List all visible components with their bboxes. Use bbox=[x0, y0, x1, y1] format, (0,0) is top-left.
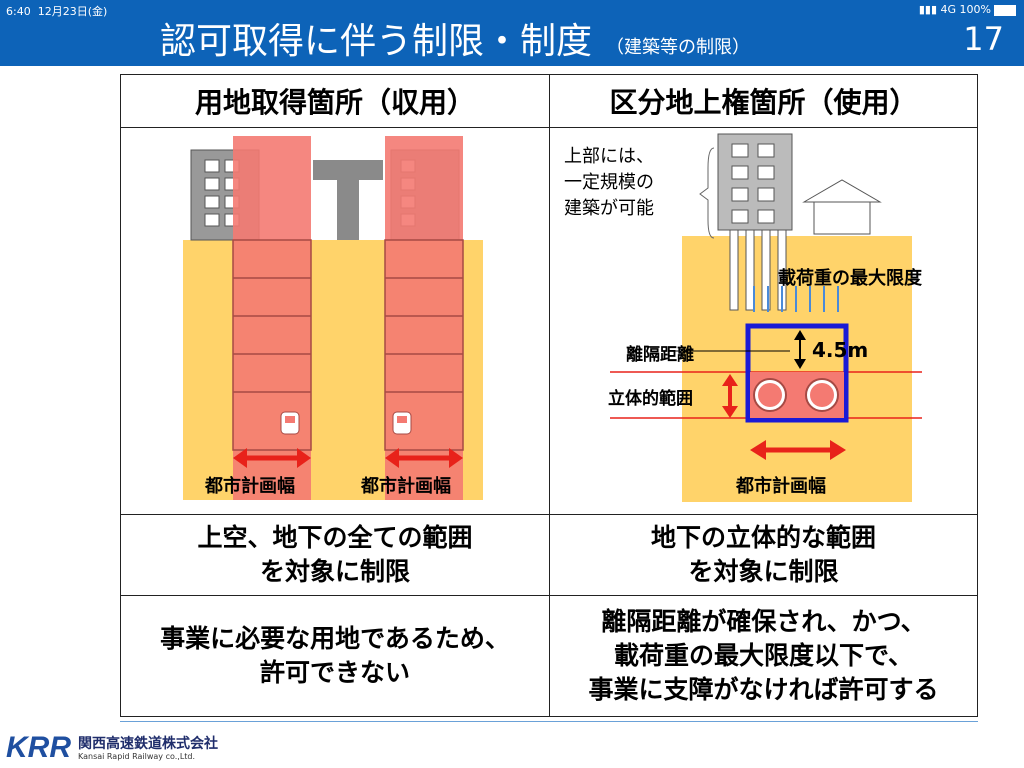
building bbox=[717, 133, 793, 231]
status-bar: 6:40 12月23日(金) ▮▮▮ 4G 100% bbox=[0, 0, 1024, 18]
company-name-en: Kansai Rapid Railway co.,Ltd. bbox=[78, 752, 196, 761]
land-acquisition-diagram bbox=[183, 136, 483, 500]
train-icon bbox=[280, 411, 300, 435]
svg-text:KRR: KRR bbox=[6, 731, 71, 763]
company-logo: KRR bbox=[6, 731, 71, 763]
vertical-range-label: 立体的範囲 bbox=[608, 389, 693, 409]
slide-title: 認可取得に伴う制限・制度（建築等の制限） bbox=[160, 21, 751, 62]
house-icon bbox=[802, 179, 882, 235]
train-icon bbox=[392, 411, 412, 435]
row3-col1: 上空、地下の全ての範囲 を対象に制限 bbox=[120, 514, 550, 596]
footer-divider bbox=[120, 721, 978, 722]
right-diagram-cell: 上部には、 一定規模の 建築が可能 載荷重の最大限度 離隔距離 4.5m 立体的… bbox=[549, 127, 978, 515]
battery-icon bbox=[994, 4, 1016, 16]
acquisition-zone-left bbox=[233, 136, 311, 500]
company-name: 関西高速鉄道株式会社 bbox=[78, 736, 218, 752]
load-arrows bbox=[753, 286, 839, 312]
callout-bracket bbox=[699, 147, 715, 239]
tunnel-icon bbox=[753, 378, 787, 412]
clearance-label: 離隔距離 bbox=[626, 345, 694, 365]
slide-subtitle: （建築等の制限） bbox=[606, 37, 751, 58]
double-arrow-right bbox=[385, 448, 463, 468]
restriction-box bbox=[745, 323, 849, 423]
width-arrow bbox=[750, 440, 846, 460]
row3-col2: 地下の立体的な範囲 を対象に制限 bbox=[549, 514, 978, 596]
vertical-range-arrow bbox=[722, 374, 738, 418]
load-limit-label: 載荷重の最大限度 bbox=[778, 268, 922, 289]
status-right: ▮▮▮ 4G 100% bbox=[919, 3, 1016, 16]
clearance-value: 4.5m bbox=[812, 338, 869, 362]
elevated-structure bbox=[313, 160, 383, 240]
status-time: 6:40 12月23日(金) bbox=[6, 5, 108, 18]
planning-width-label: 都市計画幅 bbox=[736, 476, 826, 497]
double-arrow-left bbox=[233, 448, 311, 468]
col2-header: 区分地上権箇所（使用） bbox=[549, 74, 978, 128]
col1-header: 用地取得箇所（収用） bbox=[120, 74, 550, 128]
planning-width-label: 都市計画幅 bbox=[205, 476, 295, 497]
slide-header: 認可取得に伴う制限・制度（建築等の制限） 17 bbox=[0, 18, 1024, 66]
left-diagram-cell: 都市計画幅 都市計画幅 bbox=[120, 127, 550, 515]
row4-col2: 離隔距離が確保され、かつ、 載荷重の最大限度以下で、 事業に支障がなければ許可す… bbox=[549, 595, 978, 717]
acquisition-zone-right bbox=[385, 136, 463, 500]
row4-col1: 事業に必要な用地であるため、 許可できない bbox=[120, 595, 550, 717]
ground bbox=[682, 236, 912, 502]
comparison-table: 用地取得箇所（収用） 区分地上権箇所（使用） bbox=[120, 74, 978, 717]
building-callout: 上部には、 一定規模の 建築が可能 bbox=[564, 146, 654, 219]
tunnel-icon bbox=[805, 378, 839, 412]
surface-rights-diagram bbox=[610, 133, 922, 502]
page-number: 17 bbox=[963, 20, 1004, 58]
planning-width-label: 都市計画幅 bbox=[361, 476, 451, 497]
